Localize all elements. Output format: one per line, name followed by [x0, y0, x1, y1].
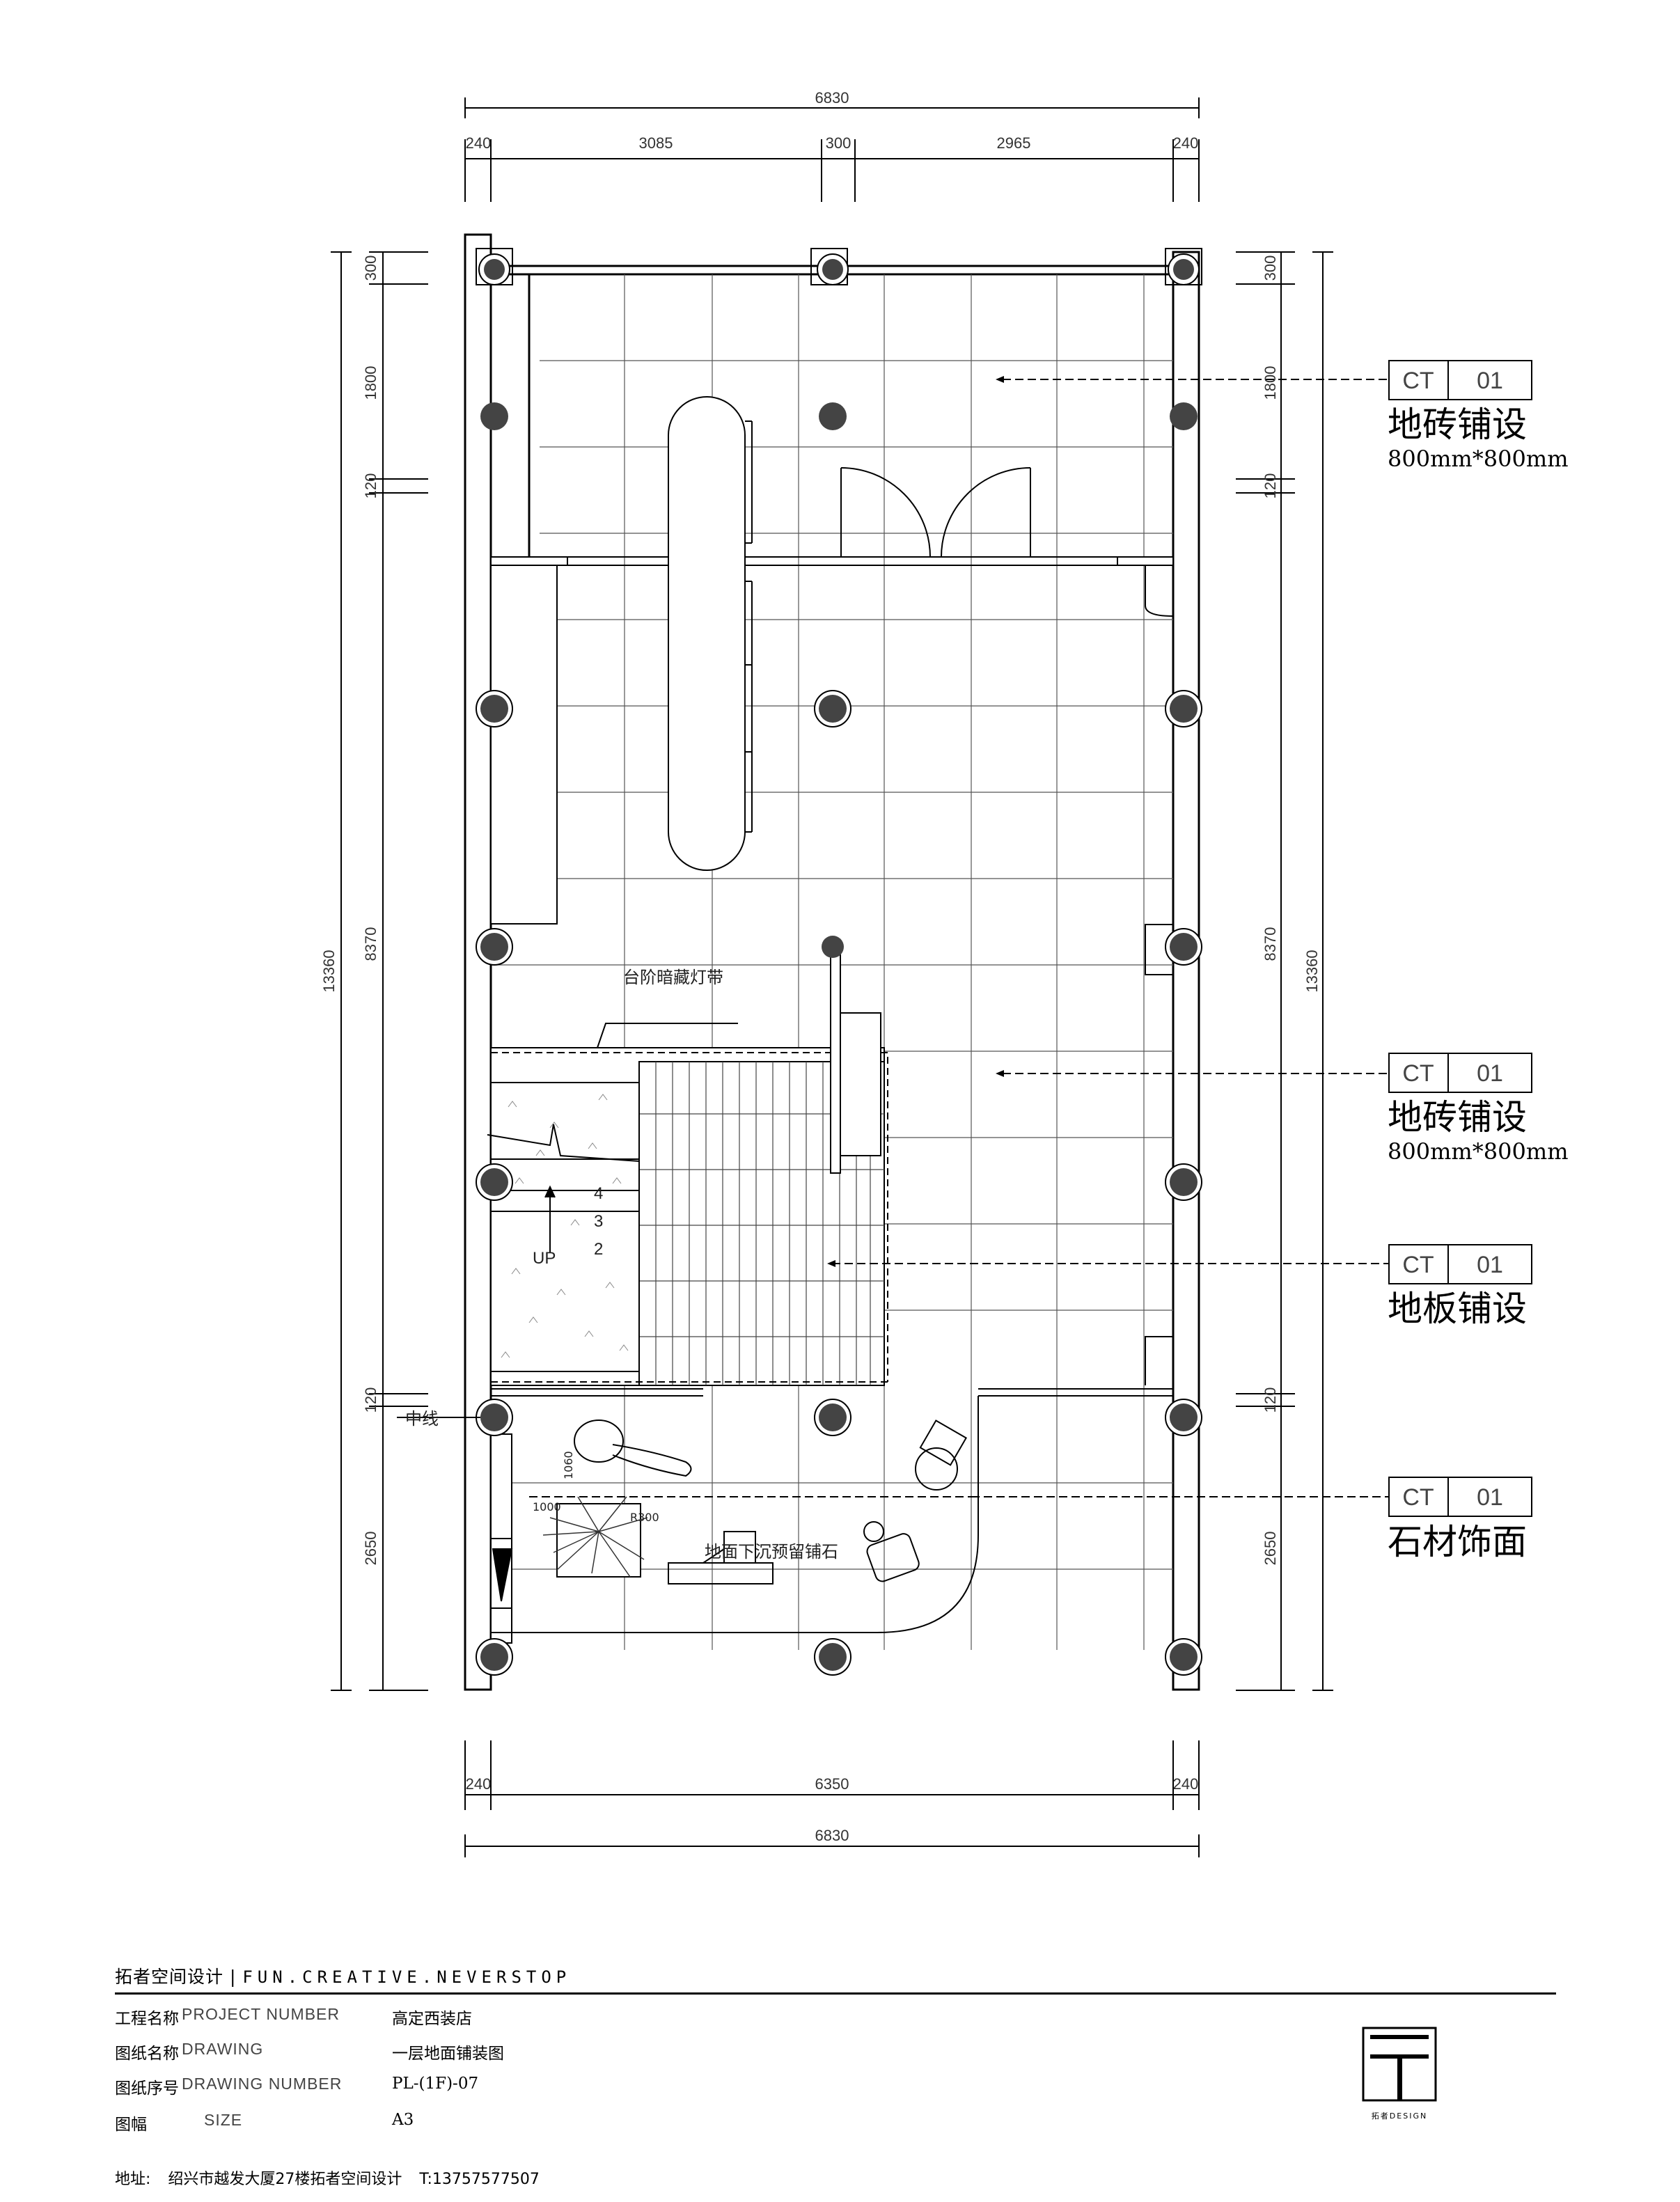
dim-1060: 1060	[562, 1451, 575, 1479]
step-number-4: 4	[594, 1184, 603, 1203]
row-label: 图纸名称	[115, 2045, 179, 2063]
tag-material-size: 800mm*800mm	[1388, 446, 1569, 472]
row-label: 图幅	[115, 2116, 147, 2134]
row-value: 一层地面铺装图	[392, 2045, 504, 2063]
dim-bottom-total: 6830	[815, 1827, 849, 1844]
row-label-en: DRAWING NUMBER	[182, 2075, 343, 2093]
row-label: 图纸序号	[115, 2079, 179, 2098]
row-label-en: DRAWING	[182, 2040, 264, 2058]
dim-left-seg-6: 2650	[362, 1532, 379, 1566]
tag-material-size: 800mm*800mm	[1388, 1138, 1569, 1165]
company-slogan: FUN.CREATIVE.NEVERSTOP	[242, 1967, 572, 1987]
address-label: 地址:	[115, 2171, 151, 2188]
light-strip-label: 台阶暗藏灯带	[623, 968, 723, 987]
stone-stair	[487, 1082, 640, 1372]
dim-left-seg-1: 300	[362, 255, 379, 281]
dim-top-seg-1: 240	[466, 134, 492, 152]
dim-bottom-seg-2: 6350	[815, 1775, 849, 1793]
dim-left-seg-5: 120	[362, 1387, 379, 1413]
dim-bottom-seg-3: 240	[1173, 1775, 1199, 1793]
material-tag-2: CT 01 地砖铺设 800mm*800mm	[1388, 1060, 1569, 1165]
dim-top-seg-3: 300	[826, 134, 851, 152]
sunken-floor-label: 地面下沉预留铺石	[705, 1542, 838, 1562]
dim-left-total: 13360	[320, 950, 338, 992]
tag-code: CT	[1402, 1484, 1434, 1511]
display-island	[668, 396, 753, 871]
dim-top-seg-5: 240	[1173, 134, 1199, 152]
columns	[476, 248, 1202, 1676]
dim-left-seg-3: 120	[362, 473, 379, 499]
phone-value: T:13757577507	[419, 2171, 540, 2188]
row-label: 工程名称	[115, 2010, 179, 2028]
dim-1000: 1000	[533, 1500, 561, 1513]
company-name: 拓者空间设计	[115, 1967, 224, 1987]
dim-left-seg-2: 1800	[362, 366, 379, 400]
material-tag-boxes	[1388, 360, 1532, 1517]
dim-top-seg-2: 3085	[639, 134, 673, 152]
stair-up-label: UP	[533, 1249, 556, 1268]
right-dimension-lines	[1236, 251, 1333, 1691]
floor-plan-drawing: 6830 240 3085 300 2965 240 240 6350 240 …	[320, 89, 1569, 1857]
material-tag-1: CT 01 地砖铺设 800mm*800mm	[1388, 368, 1569, 472]
left-wall-cabinet	[490, 565, 558, 925]
step-number-3: 3	[594, 1212, 603, 1231]
tag-number: 01	[1477, 1060, 1503, 1087]
header-separator: |	[229, 1967, 237, 1987]
tag-number: 01	[1477, 1252, 1503, 1278]
dim-r300: R300	[630, 1511, 659, 1524]
tag-material-name: 地砖铺设	[1388, 404, 1527, 445]
top-dimension-lines	[464, 97, 1200, 202]
tag-code: CT	[1402, 1060, 1434, 1087]
tag-material-name: 地砖铺设	[1388, 1097, 1527, 1138]
tag-code: CT	[1402, 368, 1434, 394]
dim-bottom-seg-1: 240	[466, 1775, 492, 1793]
material-tag-3: CT 01 地板铺设	[1388, 1252, 1527, 1329]
dim-right-seg-5: 120	[1262, 1387, 1279, 1413]
row-label-en: SIZE	[204, 2111, 243, 2129]
logo-text: 拓者DESIGN	[1372, 2111, 1427, 2121]
dim-left-seg-4: 8370	[362, 927, 379, 961]
light-strip-leader	[597, 1023, 738, 1048]
dim-top-total: 6830	[815, 89, 849, 107]
tag-code: CT	[1402, 1252, 1434, 1278]
tag-number: 01	[1477, 368, 1503, 394]
dim-right-seg-3: 120	[1262, 473, 1279, 499]
tag-number: 01	[1477, 1484, 1503, 1511]
dim-right-total: 13360	[1303, 950, 1321, 992]
left-dimension-lines	[331, 251, 428, 1691]
dim-right-seg-4: 8370	[1262, 927, 1279, 961]
material-tag-4: CT 01 石材饰面	[1388, 1484, 1527, 1562]
row-label-en: PROJECT NUMBER	[182, 2005, 340, 2023]
title-block: 拓者空间设计 | FUN.CREATIVE.NEVERSTOP 工程名称 PRO…	[115, 1949, 1563, 2189]
material-leaders	[832, 379, 1389, 1497]
title-block-header: 拓者空间设计 | FUN.CREATIVE.NEVERSTOP	[115, 1963, 571, 1988]
company-logo: 拓者DESIGN	[1362, 2027, 1437, 2121]
entrance-area	[490, 1388, 1173, 1644]
dim-right-seg-6: 2650	[1262, 1532, 1279, 1566]
dim-right-seg-1: 300	[1262, 255, 1279, 281]
dim-right-seg-2: 1800	[1262, 366, 1279, 400]
right-wall-niches	[1145, 565, 1174, 1385]
dim-top-seg-4: 2965	[997, 134, 1031, 152]
partition-wall	[490, 556, 1174, 566]
address-line: 地址: 绍兴市越发大厦27楼拓者空间设计 T:13757577507	[115, 2166, 552, 2189]
double-doors	[840, 467, 1031, 558]
center-line-label: 中线	[405, 1409, 439, 1429]
title-block-rule	[115, 1992, 1556, 1995]
row-value: 高定西装店	[392, 2010, 472, 2028]
address-value: 绍兴市越发大厦27楼拓者空间设计	[168, 2171, 402, 2188]
tag-material-name: 石材饰面	[1388, 1522, 1527, 1562]
tag-material-name: 地板铺设	[1388, 1289, 1527, 1329]
row-value: A3	[392, 2111, 414, 2129]
step-number-2: 2	[594, 1240, 603, 1259]
row-value: PL-(1F)-07	[392, 2075, 479, 2093]
bottom-dimension-lines	[464, 1740, 1200, 1857]
